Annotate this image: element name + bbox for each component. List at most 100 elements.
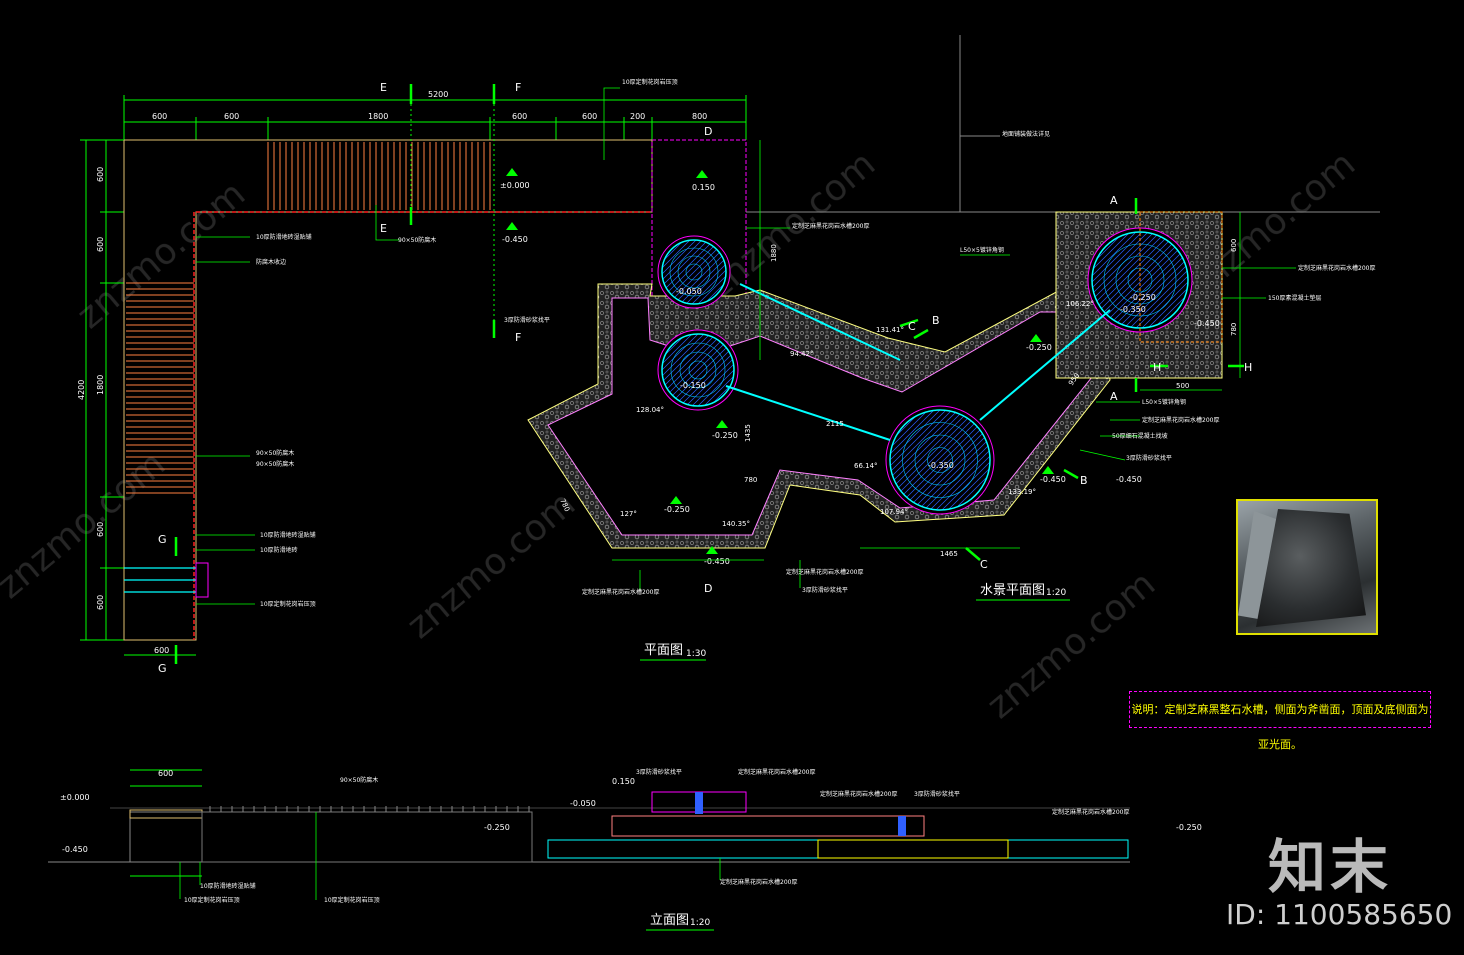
leader-label: 90×50防腐木 [256, 460, 294, 468]
elevation: -0.250 [664, 505, 690, 514]
angle: 140.35° [722, 520, 750, 528]
elevation: -0.450 [704, 557, 730, 566]
elevation: -0.250 [1176, 823, 1202, 832]
elevation: -0.350 [928, 461, 954, 470]
section-mark-b: B [1080, 474, 1088, 487]
dim: 1880 [770, 244, 778, 262]
section-mark-d: D [704, 125, 712, 138]
description-note: 说明：定制芝麻黑整石水槽，侧面为斧凿面，顶面及底侧面为亚光面。 [1129, 691, 1431, 751]
elevation: -0.450 [502, 235, 528, 244]
elevation: -0.450 [62, 845, 88, 854]
section-mark-e: E [380, 81, 387, 94]
elevation-scale: 1:20 [690, 918, 710, 928]
leader-label: 10厚定制花岗岩压顶 [184, 896, 240, 904]
dim: 1465 [940, 550, 958, 558]
angle: 66.14° [854, 462, 878, 470]
elevation: -0.050 [570, 799, 596, 808]
elevation: -0.450 [1040, 475, 1066, 484]
leader-label: 定制芝麻黑花岗岩水槽200厚 [1298, 264, 1375, 272]
dim-left-seg: 600 [96, 595, 105, 610]
leader-label: 3厚防滑砂浆找平 [1126, 454, 1172, 462]
leader-label: 50厚细石混凝土找坡 [1112, 432, 1168, 440]
section-mark-a: A [1110, 390, 1118, 403]
leader-label: 定制芝麻黑花岗岩水槽200厚 [582, 588, 659, 596]
leader-label: 3厚防滑砂浆找平 [914, 790, 960, 798]
leader-label: 10厚定制花岗岩压顶 [260, 600, 316, 608]
angle: 133.19° [1008, 488, 1036, 496]
leader-label: 10厚定制花岗岩压顶 [622, 78, 678, 86]
image-id: ID: 1100585650 [1226, 898, 1453, 931]
leader-label: 3厚防滑砂浆找平 [504, 316, 550, 324]
leader-label: 10厚定制花岗岩压顶 [324, 896, 380, 904]
leader-label: 90×50防腐木 [256, 449, 294, 457]
water-feature-plan: 地面铺装做法详见 A A B B C C H H [504, 35, 1380, 601]
leader-label: L50×5镀锌角钢 [960, 246, 1004, 254]
leader-label: 3厚防滑砂浆找平 [802, 586, 848, 594]
leader-label: 定制芝麻黑花岗岩水槽200厚 [738, 768, 815, 776]
leader-label: 防腐木收边 [256, 258, 286, 266]
stone-trough-photo [1236, 499, 1378, 635]
angle: 106.22° [1066, 300, 1094, 308]
leader-label: 10厚防滑地砖湿贴铺 [200, 882, 256, 890]
water-basin [661, 239, 727, 305]
elevation: -0.250 [1130, 293, 1156, 302]
leader-label: 10厚防滑地砖 [260, 546, 298, 554]
dim-top-seg: 800 [692, 112, 707, 121]
section-mark-d: D [704, 582, 712, 595]
elevation: ±0.000 [60, 793, 90, 802]
elevation: -0.250 [712, 431, 738, 440]
angle: 127° [620, 510, 637, 518]
plan-title: 平面图 [644, 643, 683, 658]
dim: 600 [158, 769, 173, 778]
dim-left-total: 4200 [77, 380, 86, 400]
dim-top-seg: 600 [152, 112, 167, 121]
watermark: znzmo.com [0, 443, 173, 606]
water-basin [661, 333, 735, 407]
water-ring [685, 263, 703, 281]
watermark: znzmo.com [69, 173, 253, 336]
plan-scale: 1:30 [686, 649, 706, 659]
section-mark-c: C [908, 320, 916, 333]
section-mark-b: B [932, 314, 940, 327]
water-ring [927, 447, 953, 473]
leader-label: 定制芝麻黑花岗岩水槽200厚 [820, 790, 897, 798]
angle: 107.94° [880, 508, 908, 516]
section-mark-h: H [1244, 361, 1252, 374]
dim-top-seg: 600 [582, 112, 597, 121]
leader-label: 90×50防腐木 [340, 776, 378, 784]
dim: 780 [744, 476, 757, 484]
section-mark-a: A [1110, 194, 1118, 207]
elevation: -0.350 [1120, 305, 1146, 314]
elevation: -0.450 [1116, 475, 1142, 484]
dim: 500 [1176, 382, 1189, 390]
leader-label: 定制芝麻黑花岗岩水槽200厚 [720, 878, 797, 886]
dim-top-seg: 200 [630, 112, 645, 121]
brand-logo: 知末 [1268, 833, 1393, 901]
leader-label: 10厚防滑地砖湿贴铺 [256, 233, 312, 241]
dim-left-seg: 1800 [96, 375, 105, 395]
leader-label: 10厚防滑地砖湿贴铺 [260, 531, 316, 539]
dim-top-seg: 1800 [368, 112, 388, 121]
elevation: -0.250 [1026, 343, 1052, 352]
leader-label: 90×50防腐木 [398, 236, 436, 244]
angle: 128.04° [636, 406, 664, 414]
dim: 600 [1230, 239, 1238, 252]
water-plan-scale: 1:20 [1046, 588, 1066, 598]
elevation: -0.450 [1194, 319, 1220, 328]
elevation: -0.050 [676, 287, 702, 296]
section-mark-f: F [515, 331, 521, 344]
dim-left-seg: 600 [96, 237, 105, 252]
dim-top-total: 5200 [428, 90, 448, 99]
dim-top-seg: 600 [224, 112, 239, 121]
section-mark-e: E [380, 222, 387, 235]
dim: 2115 [826, 420, 844, 428]
watermark: znzmo.com [399, 483, 583, 646]
leader-label: 3厚防滑砂浆找平 [636, 768, 682, 776]
elevation: 0.150 [692, 183, 715, 192]
elevation: -0.150 [680, 381, 706, 390]
elevation-title: 立面图 [650, 913, 689, 928]
section-mark-g: G [158, 533, 167, 546]
water-basin [889, 409, 991, 511]
leader-label: 定制芝麻黑花岗岩水槽200厚 [1142, 416, 1219, 424]
